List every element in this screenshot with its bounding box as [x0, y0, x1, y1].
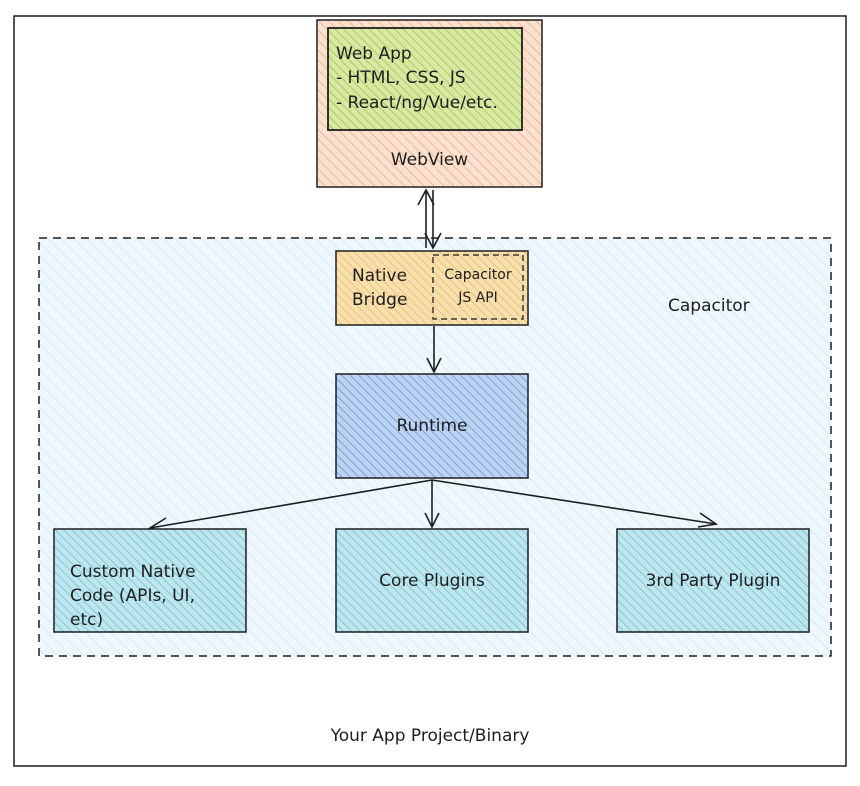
runtime-box: [335, 373, 529, 479]
core-plugins-label: Core Plugins: [379, 571, 485, 591]
third-party-box: [616, 528, 810, 633]
js-api-line-2: JS API: [458, 290, 498, 306]
webview-label: WebView: [390, 150, 469, 170]
webapp-line-2: - React/ng/Vue/etc.: [336, 93, 498, 113]
webapp-title: Web App: [336, 44, 412, 64]
core-plugins-box: [335, 528, 529, 633]
bridge-runtime-arrow: [426, 326, 442, 374]
capacitor-label: Capacitor: [668, 296, 750, 316]
js-api-line-1: Capacitor: [444, 267, 512, 283]
webapp-line-1: - HTML, CSS, JS: [336, 68, 466, 88]
native-bridge-line-2: Bridge: [352, 290, 408, 310]
app-project-label: Your App Project/Binary: [330, 726, 530, 746]
custom-native-line-1: Custom Native: [70, 562, 196, 582]
custom-native-line-3: etc): [70, 610, 104, 630]
runtime-plugin-arrows: [147, 479, 719, 533]
custom-native-box: [53, 528, 247, 633]
webview-bridge-arrow: [417, 188, 442, 250]
native-bridge-box: [335, 250, 529, 326]
third-party-label: 3rd Party Plugin: [645, 571, 781, 591]
custom-native-line-2: Code (APIs, UI,: [70, 586, 195, 606]
webapp-box: [327, 27, 523, 131]
native-bridge-line-1: Native: [352, 266, 408, 286]
runtime-label: Runtime: [396, 416, 468, 436]
js-api-box: [432, 254, 524, 320]
